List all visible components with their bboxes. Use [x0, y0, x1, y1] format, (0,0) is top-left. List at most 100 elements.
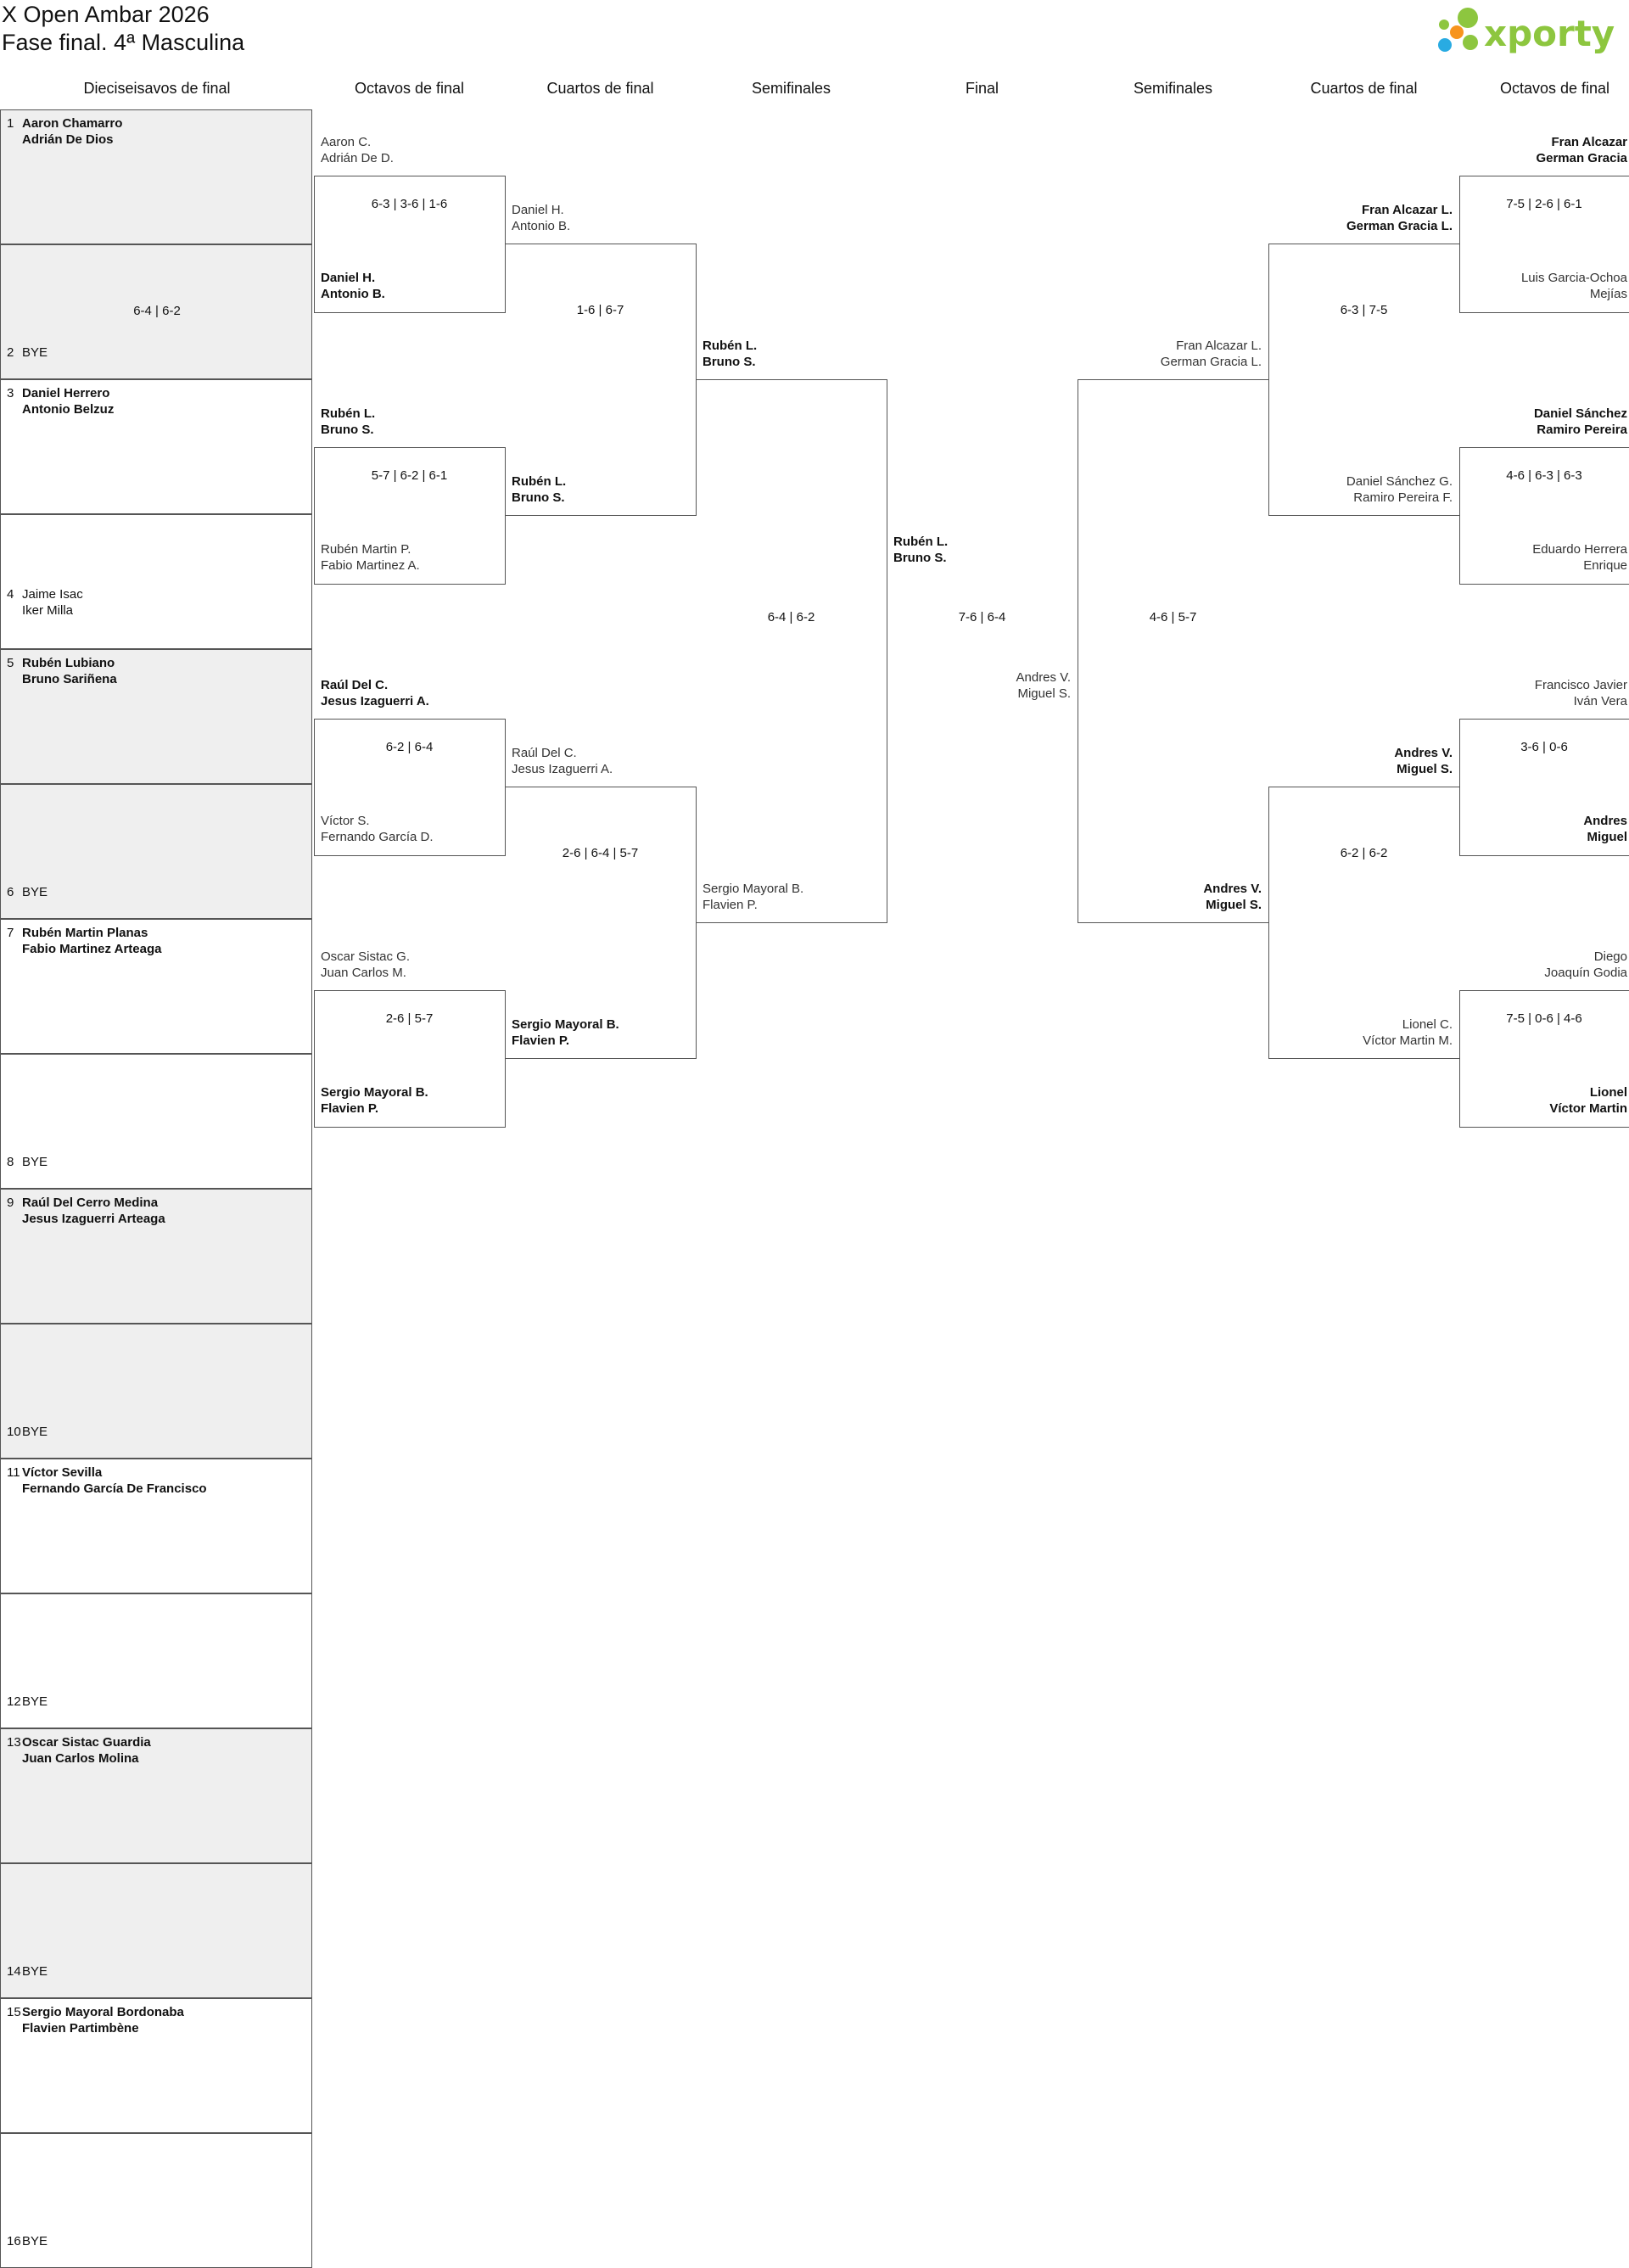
seed-number: 14	[7, 1964, 21, 1979]
team-player-1: Raúl Del C.	[321, 678, 389, 692]
team-player-2: Jesus Izaguerri A.	[321, 694, 429, 708]
team-player-2: Bruno S.	[893, 551, 947, 565]
team-entry: Fran Alcazar L.German Gracia L.	[1268, 202, 1453, 234]
seed-box	[0, 784, 312, 919]
bracket-line	[314, 584, 505, 585]
seed-player-1: Rubén Lubiano	[22, 656, 115, 670]
seed-number: 8	[7, 1155, 14, 1169]
team-player-1: Daniel H.	[512, 203, 564, 217]
seed-player-1: Raúl Del Cerro Medina	[22, 1196, 159, 1210]
seed-number: 1	[7, 116, 14, 131]
bracket-line	[314, 855, 505, 856]
seed-player-2: Jesus Izaguerri Arteaga	[22, 1212, 165, 1226]
seed-player-1: Rubén Martin Planas	[22, 926, 148, 940]
bracket-line	[314, 312, 505, 313]
match-score: 7-5 | 0-6 | 4-6	[1506, 1011, 1582, 1026]
bracket-line	[1078, 922, 1268, 923]
match-score: 6-4 | 6-2	[767, 610, 815, 624]
team-player-2: Iván Vera	[1573, 694, 1627, 708]
bracket-line	[505, 1058, 696, 1059]
team-player-1: Oscar Sistac G.	[321, 949, 411, 964]
team-player-1: Rubén Martin P.	[321, 542, 411, 557]
seed-number: 4	[7, 587, 14, 602]
team-player-1: Sergio Mayoral B.	[321, 1085, 428, 1100]
team-player-2: Fabio Martinez A.	[321, 558, 420, 573]
team-player-1: Daniel Sánchez G.	[1346, 474, 1453, 489]
seed-player-2: Iker Milla	[22, 603, 74, 618]
team-player-2: Miguel S.	[1017, 686, 1071, 701]
team-entry: Sergio Mayoral B. Flavien P.	[703, 881, 803, 913]
seed-number: 9	[7, 1196, 14, 1210]
team-player-1: Rubén L.	[893, 535, 949, 549]
seed-number: 10	[7, 1425, 21, 1439]
bracket-line	[505, 515, 696, 516]
bracket-line	[1459, 312, 1629, 313]
team-entry: Rubén L.Bruno S.	[703, 338, 757, 370]
bracket-line	[505, 447, 506, 585]
tournament-title: X Open Ambar 2026	[2, 2, 210, 27]
team-player-2: Miguel S.	[1397, 762, 1453, 776]
team-player-1: Diego	[1593, 949, 1627, 964]
seed-number: 16	[7, 2234, 21, 2248]
bracket-line	[505, 176, 506, 313]
bracket-line	[505, 990, 506, 1128]
bracket-line	[314, 1127, 505, 1128]
seed-number: 11	[7, 1465, 20, 1480]
team-player-2: Joaquín Godia	[1544, 966, 1627, 980]
team-player-2: Víctor Martin	[1549, 1101, 1627, 1116]
team-entry: Víctor S.Fernando García D.	[321, 813, 434, 845]
team-entry: Raúl Del C.Jesus Izaguerri A.	[512, 745, 613, 777]
bracket-line	[1459, 1127, 1629, 1128]
round-header-r32: Dieciseisavos de final	[83, 80, 231, 97]
team-entry: Daniel Sánchez G.Ramiro Pereira F.	[1268, 473, 1453, 506]
team-player-2: Miguel S.	[1206, 898, 1262, 912]
seed-player-1: Víctor Sevilla	[22, 1465, 103, 1480]
team-player-1: Luis Garcia-Ochoa	[1520, 271, 1627, 285]
team-entry: Raúl Del C. Jesus Izaguerri A.	[321, 677, 429, 709]
bracket-line	[1459, 584, 1629, 585]
team-player-2: Juan Carlos M.	[321, 966, 406, 980]
seed-box	[0, 649, 312, 784]
team-player-2: Flavien P.	[703, 898, 758, 912]
seed-number: 15	[7, 2005, 21, 2019]
bracket-line	[1459, 719, 1460, 856]
match-score: 6-2 | 6-4	[385, 740, 434, 754]
seed-player-1: BYE	[22, 1425, 48, 1439]
team-player-1: Fran Alcazar	[1551, 135, 1627, 149]
team-player-2: Antonio B.	[512, 219, 571, 233]
team-entry: Daniel H.Antonio B.	[321, 270, 385, 302]
bracket-line	[1459, 855, 1629, 856]
team-player-1: Francisco Javier	[1534, 678, 1627, 692]
match-score: 7-6 | 6-4	[958, 610, 1006, 624]
team-player-1: Fran Alcazar L.	[1362, 203, 1453, 217]
seed-player-2: Bruno Sariñena	[22, 672, 117, 686]
bracket-line	[1268, 244, 1269, 516]
seed-number: 6	[7, 885, 14, 899]
seed-box	[0, 109, 312, 244]
team-player-2: Ramiro Pereira F.	[1353, 490, 1453, 505]
seed-player-1: BYE	[22, 345, 48, 360]
team-player-1: Rubén L.	[703, 339, 758, 353]
seed-player-1: Daniel Herrero	[22, 386, 110, 400]
team-player-1: Daniel Sánchez	[1533, 406, 1627, 421]
tournament-subtitle: Fase final. 4ª Masculina	[2, 30, 245, 55]
match-score: 3-6 | 0-6	[1520, 740, 1568, 754]
team-player-2: Bruno S.	[512, 490, 565, 505]
match-score: 6-3 | 7-5	[1340, 303, 1388, 317]
seed-player-1: Aaron Chamarro	[22, 116, 123, 131]
team-player-1: Rubén L.	[512, 474, 567, 489]
team-player-1: Sergio Mayoral B.	[512, 1017, 619, 1032]
team-player-2: Jesus Izaguerri A.	[512, 762, 613, 776]
team-entry: Lionel C.Víctor Martin M.	[1268, 1016, 1453, 1049]
team-player-1: Sergio Mayoral B.	[703, 882, 804, 896]
bracket-line	[696, 379, 887, 380]
team-entry: Fran Alcazar L.German Gracia L.	[1078, 338, 1262, 370]
team-player-2: German Gracia	[1536, 151, 1627, 165]
team-entry: Rubén Martin P.Fabio Martinez A.	[321, 541, 420, 574]
team-player-1: Andres	[1583, 814, 1627, 828]
team-player-1: Andres V.	[1203, 882, 1262, 896]
